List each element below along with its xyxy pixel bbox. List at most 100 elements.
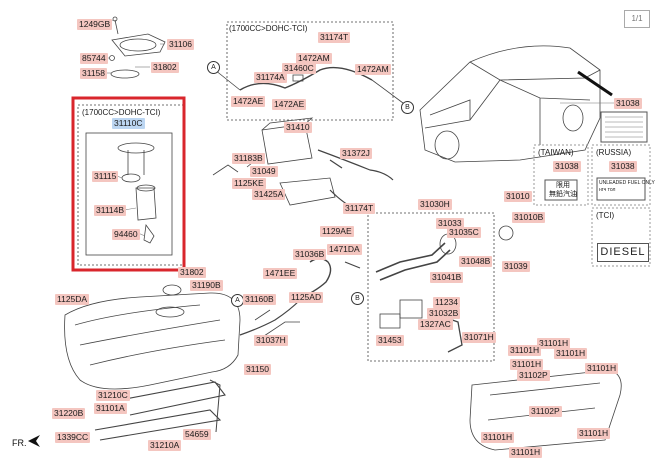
part-label[interactable]: 31102P	[529, 406, 562, 417]
part-label[interactable]: 31041B	[430, 272, 464, 283]
part-label[interactable]: 1472AE	[272, 99, 307, 110]
level-sensor	[143, 223, 155, 244]
part-label[interactable]: 31453	[376, 335, 404, 346]
highlight-box	[71, 96, 186, 272]
part-label[interactable]: 31220B	[52, 408, 86, 419]
car-outline	[419, 45, 601, 163]
variant-note-tci: (TCI)	[596, 211, 615, 220]
part-label[interactable]: 31802	[151, 62, 179, 73]
part-label[interactable]: 11234	[433, 297, 461, 308]
part-label[interactable]: 31102P	[517, 370, 550, 381]
part-label[interactable]: 31410	[284, 122, 312, 133]
part-label[interactable]: 1472AM	[355, 64, 391, 75]
variant-note-top: (1700CC>DOHC-TCI)	[229, 24, 308, 33]
variant-note-left: (1700CC>DOHC-TCI)	[82, 108, 161, 117]
part-label[interactable]: 31101H	[537, 338, 571, 349]
part-label[interactable]: 31174T	[343, 203, 376, 214]
tci-plate-box	[591, 207, 651, 267]
connector-b-bottom: B	[351, 292, 364, 305]
part-label[interactable]: 1129AE	[320, 226, 354, 237]
part-label[interactable]: 31425A	[252, 189, 286, 200]
diesel-plate: DIESEL	[597, 243, 649, 262]
part-label[interactable]: 1339CC	[55, 432, 91, 443]
part-label[interactable]: 1472AE	[231, 96, 266, 107]
part-label[interactable]: 31174A	[254, 72, 287, 83]
part-label[interactable]: 31101H	[585, 363, 619, 374]
part-label[interactable]: 1471EE	[263, 268, 298, 279]
bolt-1249gb	[112, 16, 118, 22]
part-label[interactable]: 31106	[167, 39, 195, 50]
filler-pipe	[375, 242, 446, 273]
part-label[interactable]: 31114B	[94, 205, 127, 216]
sender-cover	[111, 33, 166, 57]
part-label[interactable]: 31101A	[94, 403, 127, 414]
part-label[interactable]: 1327AC	[418, 319, 453, 330]
part-label[interactable]: 31372J	[340, 148, 372, 159]
part-label[interactable]: 31174T	[318, 32, 351, 43]
part-label[interactable]: 54659	[183, 429, 211, 440]
part-label[interactable]: 31036B	[293, 249, 327, 260]
part-label[interactable]: 31071H	[462, 332, 496, 343]
part-label[interactable]: 1125DA	[55, 294, 90, 305]
part-label[interactable]: 31460C	[282, 63, 316, 74]
fuel-tank-outline	[64, 284, 241, 390]
fuel-cap	[498, 225, 514, 241]
front-arrow	[28, 435, 40, 447]
russia-plate-text: UNLEADED FUEL ONLY нгч тол	[599, 180, 655, 193]
part-label[interactable]: 31160B	[243, 294, 276, 305]
part-label[interactable]: 31101H	[510, 359, 544, 370]
pump-body	[135, 187, 157, 221]
part-label[interactable]: 31101H	[509, 447, 543, 458]
sender-gasket	[110, 69, 140, 79]
part-label[interactable]: 31101H	[554, 348, 588, 359]
part-label[interactable]: 31101H	[508, 345, 542, 356]
float-ring	[121, 173, 141, 183]
part-label[interactable]: 31802	[178, 267, 206, 278]
russia-plate-box	[591, 144, 651, 206]
pump-flange	[117, 142, 155, 154]
connector-a-top: A	[207, 61, 220, 74]
part-label[interactable]: 31035C	[447, 227, 481, 238]
part-label[interactable]: 31010	[504, 191, 532, 202]
part-label[interactable]: 85744	[80, 53, 108, 64]
tci-hose	[239, 66, 373, 91]
part-label[interactable]: 31048B	[459, 256, 493, 267]
part-label[interactable]: 1471DA	[327, 244, 362, 255]
filler-bracket	[399, 299, 423, 319]
part-label[interactable]: 31049	[250, 166, 278, 177]
part-label[interactable]: 31038	[553, 161, 581, 172]
part-label[interactable]: 31038	[614, 98, 642, 109]
part-label[interactable]: 31039	[502, 261, 530, 272]
fuel-door-arrow	[577, 70, 613, 97]
car-label-plate	[600, 111, 648, 143]
part-label[interactable]: 94460	[112, 229, 140, 240]
part-label[interactable]: 31101H	[481, 432, 515, 443]
part-label[interactable]: 31115	[92, 171, 119, 182]
part-label[interactable]: 31210C	[96, 390, 130, 401]
part-label[interactable]: 31037H	[254, 335, 288, 346]
part-label[interactable]: 31150	[244, 364, 272, 375]
part-label[interactable]: 31158	[80, 68, 108, 79]
part-label[interactable]: 1125KE	[232, 178, 266, 189]
part-label[interactable]: 31183B	[232, 153, 265, 164]
part-label[interactable]: 31038	[609, 161, 637, 172]
connector-b-top: B	[401, 101, 414, 114]
part-label[interactable]: 31190B	[190, 280, 223, 291]
taiwan-plate-text: 限用 無鉛汽油	[549, 182, 577, 198]
part-label[interactable]: 1472AM	[296, 53, 332, 64]
part-label[interactable]: 31101H	[577, 428, 611, 439]
part-label[interactable]: 1125AD	[289, 292, 324, 303]
front-marker: FR.	[12, 438, 27, 448]
variant-note-russia: (RUSSIA)	[596, 148, 632, 157]
part-label-selected[interactable]: 31110C	[112, 118, 145, 129]
part-label[interactable]: 1249GB	[77, 19, 113, 30]
part-label[interactable]: 31210A	[148, 440, 182, 451]
pump-detail-box	[77, 104, 185, 266]
canister-bracket	[279, 177, 336, 206]
filler-neck-box	[367, 212, 495, 362]
part-label[interactable]: 31033	[436, 218, 464, 229]
part-label[interactable]: 31030H	[418, 199, 452, 210]
part-label[interactable]: 31010B	[512, 212, 546, 223]
part-label[interactable]: 31032B	[427, 308, 461, 319]
